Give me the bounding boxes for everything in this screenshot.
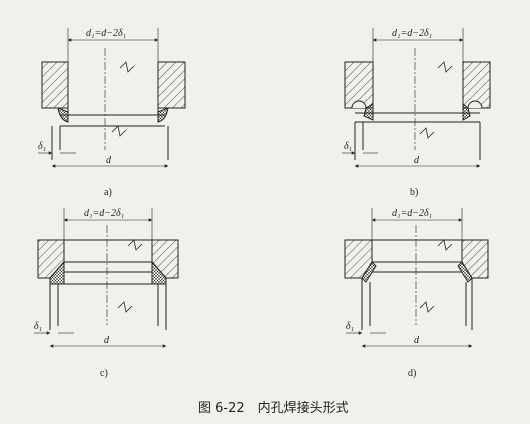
panel-c-label: c) bbox=[100, 368, 108, 379]
panel-a-dim-left: δ₁ bbox=[38, 141, 46, 152]
panel-d-dim-bottom: d bbox=[414, 335, 420, 346]
panel-d-label: d) bbox=[408, 368, 416, 379]
panel-b-dim-left: δ₁ bbox=[344, 141, 352, 152]
panel-d-dim-left: δ₁ bbox=[346, 321, 354, 332]
panel-c-dim-top: d₁=d−2δ₁ bbox=[84, 208, 124, 219]
panel-c bbox=[34, 208, 179, 348]
panel-a-dim-bottom: d bbox=[106, 155, 112, 166]
panel-a-label: a) bbox=[104, 187, 112, 198]
panel-b bbox=[342, 28, 491, 168]
figure-caption: 图 6-22 内孔焊接头形式 bbox=[198, 400, 349, 416]
panel-d bbox=[344, 208, 489, 348]
panel-c-dim-left: δ₁ bbox=[34, 321, 42, 332]
panel-d-dim-top: d₁=d−2δ₁ bbox=[392, 208, 432, 219]
panel-b-dim-top: d₁=d−2δ₁ bbox=[392, 28, 432, 39]
panel-b-label: b) bbox=[410, 187, 418, 198]
panel-a-dim-top: d₁=d−2δ₁ bbox=[86, 28, 126, 39]
panel-c-dim-bottom: d bbox=[104, 335, 110, 346]
panel-a bbox=[38, 28, 186, 168]
panel-b-dim-bottom: d bbox=[414, 155, 420, 166]
